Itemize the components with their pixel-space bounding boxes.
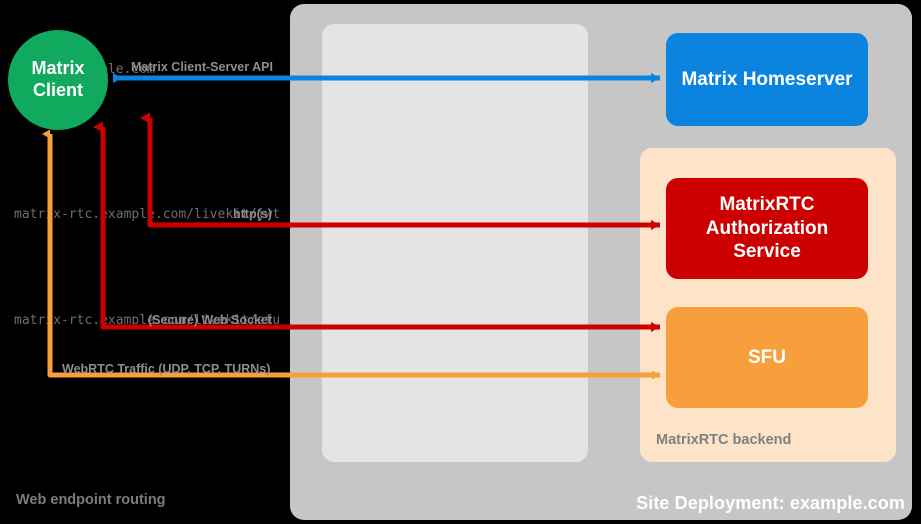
web-endpoint-routing-panel — [322, 24, 588, 462]
node-matrix-client-line1: Matrix — [31, 58, 85, 79]
node-sfu[interactable]: SFU — [666, 307, 868, 408]
edge-label-cs-api: Matrix Client-Server API — [131, 60, 273, 74]
node-matrix-client-line2: Client — [32, 80, 83, 100]
edge-label-https: http(s) — [233, 207, 272, 221]
site-deployment-label: Site Deployment: example.com — [636, 493, 905, 513]
node-matrixrtc-authorization-service-label: MatrixRTC Authorization Service — [705, 194, 829, 263]
web-endpoint-routing-label: Web endpoint routing — [16, 492, 166, 508]
edge-label-websocket: (Secure) Web Socket — [148, 313, 273, 327]
node-matrix-homeserver[interactable]: Matrix Homeserver — [666, 33, 868, 126]
node-matrix-homeserver-label: Matrix Homeserver — [681, 68, 853, 90]
matrixrtc-backend-label: MatrixRTC backend — [656, 432, 792, 448]
edge-label-webrtc: WebRTC Traffic (UDP, TCP, TURNs) — [62, 362, 271, 376]
node-sfu-label: SFU — [748, 346, 786, 368]
node-matrixrtc-authorization-service[interactable]: MatrixRTC Authorization Service — [666, 178, 868, 279]
